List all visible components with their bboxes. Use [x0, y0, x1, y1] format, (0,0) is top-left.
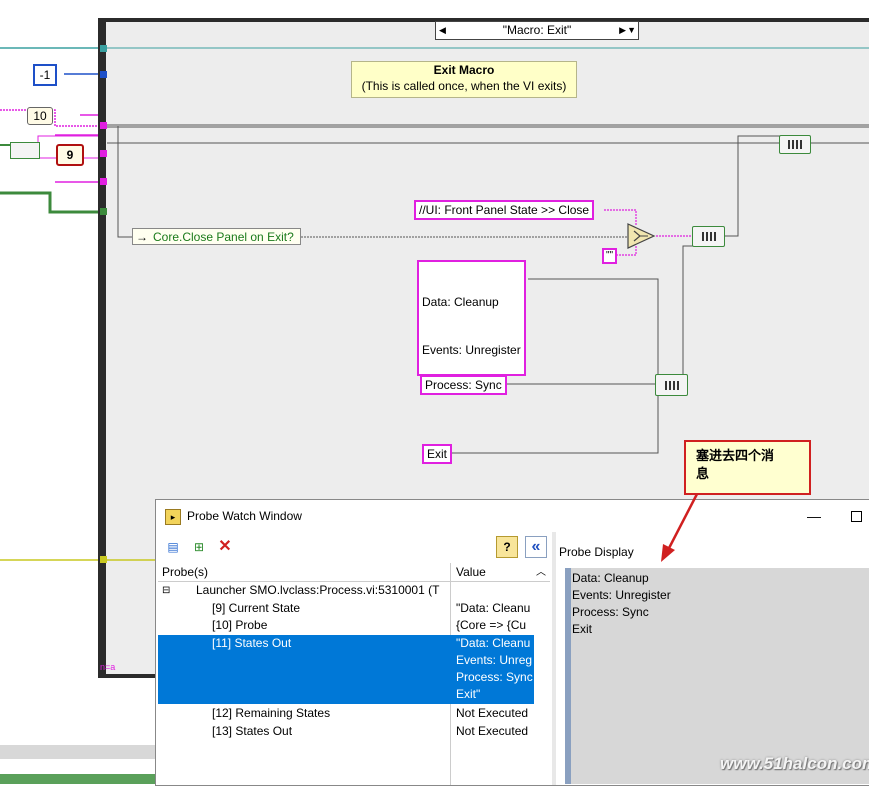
probe-value-current-state[interactable]: "Data: Cleanu: [456, 601, 531, 615]
tree-expander-icon[interactable]: ⊟: [162, 585, 171, 596]
string-exit[interactable]: Exit: [422, 444, 453, 464]
probe-value-states-out-11-line4: Exit": [456, 687, 481, 701]
tunnel-teal[interactable]: [100, 45, 107, 52]
probe-row-states-out-13[interactable]: [13] States Out: [212, 724, 293, 738]
build-array-node-top[interactable]: [779, 135, 811, 154]
case-frame-label: n=a: [100, 662, 116, 672]
probe-value-states-out-11-line2: Events: Unreg: [456, 653, 533, 667]
constant-nine[interactable]: 9: [56, 144, 84, 166]
callout-line2: 息: [696, 467, 710, 482]
string-close-state[interactable]: //UI: Front Panel State >> Close: [414, 200, 595, 220]
value-column-header[interactable]: Value: [456, 565, 486, 579]
probe-value-states-out-11-line3: Process: Sync: [456, 670, 533, 684]
probe-value-probe[interactable]: {Core => {Cu: [456, 618, 527, 632]
close-panel-label: Core.Close Panel on Exit?: [153, 230, 294, 244]
string-empty[interactable]: "": [602, 248, 618, 264]
constant-ten[interactable]: 10: [27, 107, 53, 125]
callout-line1: 塞进去四个消: [696, 449, 775, 464]
case-dropdown-icon[interactable]: ▼: [627, 25, 636, 35]
constant-neg-one[interactable]: -1: [33, 64, 57, 86]
string-process-sync[interactable]: Process: Sync: [420, 375, 507, 395]
display-line-1: Data: Cleanup: [572, 571, 649, 585]
bundle-node-left[interactable]: [10, 142, 40, 159]
pane-splitter[interactable]: [552, 532, 556, 785]
maximize-button[interactable]: [851, 511, 862, 522]
probe-row-current-state[interactable]: [9] Current State: [212, 601, 301, 615]
probe-app-icon: ▸: [165, 509, 181, 525]
build-array-node-mid[interactable]: [692, 226, 725, 247]
help-icon[interactable]: ?: [496, 536, 518, 558]
probes-column-header[interactable]: Probe(s): [162, 565, 209, 579]
exit-macro-comment: Exit Macro (This is called once, when th…: [351, 61, 577, 98]
collapse-panel-icon[interactable]: «: [525, 536, 547, 558]
close-panel-on-exit-node[interactable]: → Core.Close Panel on Exit?: [132, 228, 301, 245]
display-line-2: Events: Unregister: [572, 588, 671, 602]
probe-row-states-out-11[interactable]: [11] States Out: [212, 636, 292, 650]
build-array-node-bottom[interactable]: [655, 374, 688, 396]
probe-value-states-out-13[interactable]: Not Executed: [456, 724, 529, 738]
tree-root-row[interactable]: Launcher SMO.lvclass:Process.vi:5310001 …: [196, 583, 440, 597]
probe-window-titlebar[interactable]: ▸ Probe Watch Window —: [156, 500, 869, 532]
tunnel-green[interactable]: [100, 208, 107, 215]
case-selector[interactable]: ◀ "Macro: Exit" ▶ ▼: [435, 21, 639, 40]
comment-title: Exit Macro: [433, 63, 495, 77]
string-cleanup-line1: Data: Cleanup: [422, 295, 499, 309]
arrow-icon: →: [136, 230, 148, 244]
annotation-arrow-icon: [661, 493, 699, 562]
selected-row-highlight[interactable]: [158, 635, 534, 704]
minimize-button[interactable]: —: [807, 508, 821, 524]
case-selector-value: "Macro: Exit": [502, 23, 572, 37]
string-cleanup-line2: Events: Unregister: [422, 343, 521, 357]
probe-value-states-out-11-line1: "Data: Cleanu: [456, 636, 531, 650]
tunnel-pink-2[interactable]: [100, 150, 107, 157]
probe-display-area[interactable]: Data: Cleanup Events: Unregister Process…: [565, 568, 869, 784]
tunnel-pink-3[interactable]: [100, 178, 107, 185]
tunnel-blue[interactable]: [100, 71, 107, 78]
delete-probe-icon[interactable]: ✕: [218, 538, 232, 555]
tunnel-pink-1[interactable]: [100, 122, 107, 129]
watermark: www.51halcon.com: [720, 754, 869, 773]
comment-subtitle: (This is called once, when the VI exits): [361, 79, 567, 93]
probe-value-remaining-states[interactable]: Not Executed: [456, 706, 529, 720]
case-increment-icon[interactable]: ▶: [619, 25, 626, 35]
probe-tree-header: [158, 563, 550, 582]
select-node[interactable]: [626, 222, 658, 250]
new-probe-icon[interactable]: ▤: [167, 540, 179, 554]
display-line-3: Process: Sync: [572, 605, 649, 619]
tunnel-yellow[interactable]: [100, 556, 107, 563]
string-cleanup[interactable]: Data: Cleanup Events: Unregister: [417, 260, 526, 376]
probe-window-title: Probe Watch Window: [187, 509, 302, 523]
add-probes-icon[interactable]: ⊞: [193, 540, 205, 554]
annotation-callout: 塞进去四个消 息: [684, 440, 811, 495]
probe-display-label: Probe Display: [559, 545, 634, 559]
probe-row-remaining-states[interactable]: [12] Remaining States: [212, 706, 331, 720]
scroll-up-icon[interactable]: ︿: [536, 567, 546, 578]
probe-row-probe[interactable]: [10] Probe: [212, 618, 268, 632]
display-line-4: Exit: [572, 622, 593, 636]
case-decrement-icon[interactable]: ◀: [439, 25, 446, 35]
